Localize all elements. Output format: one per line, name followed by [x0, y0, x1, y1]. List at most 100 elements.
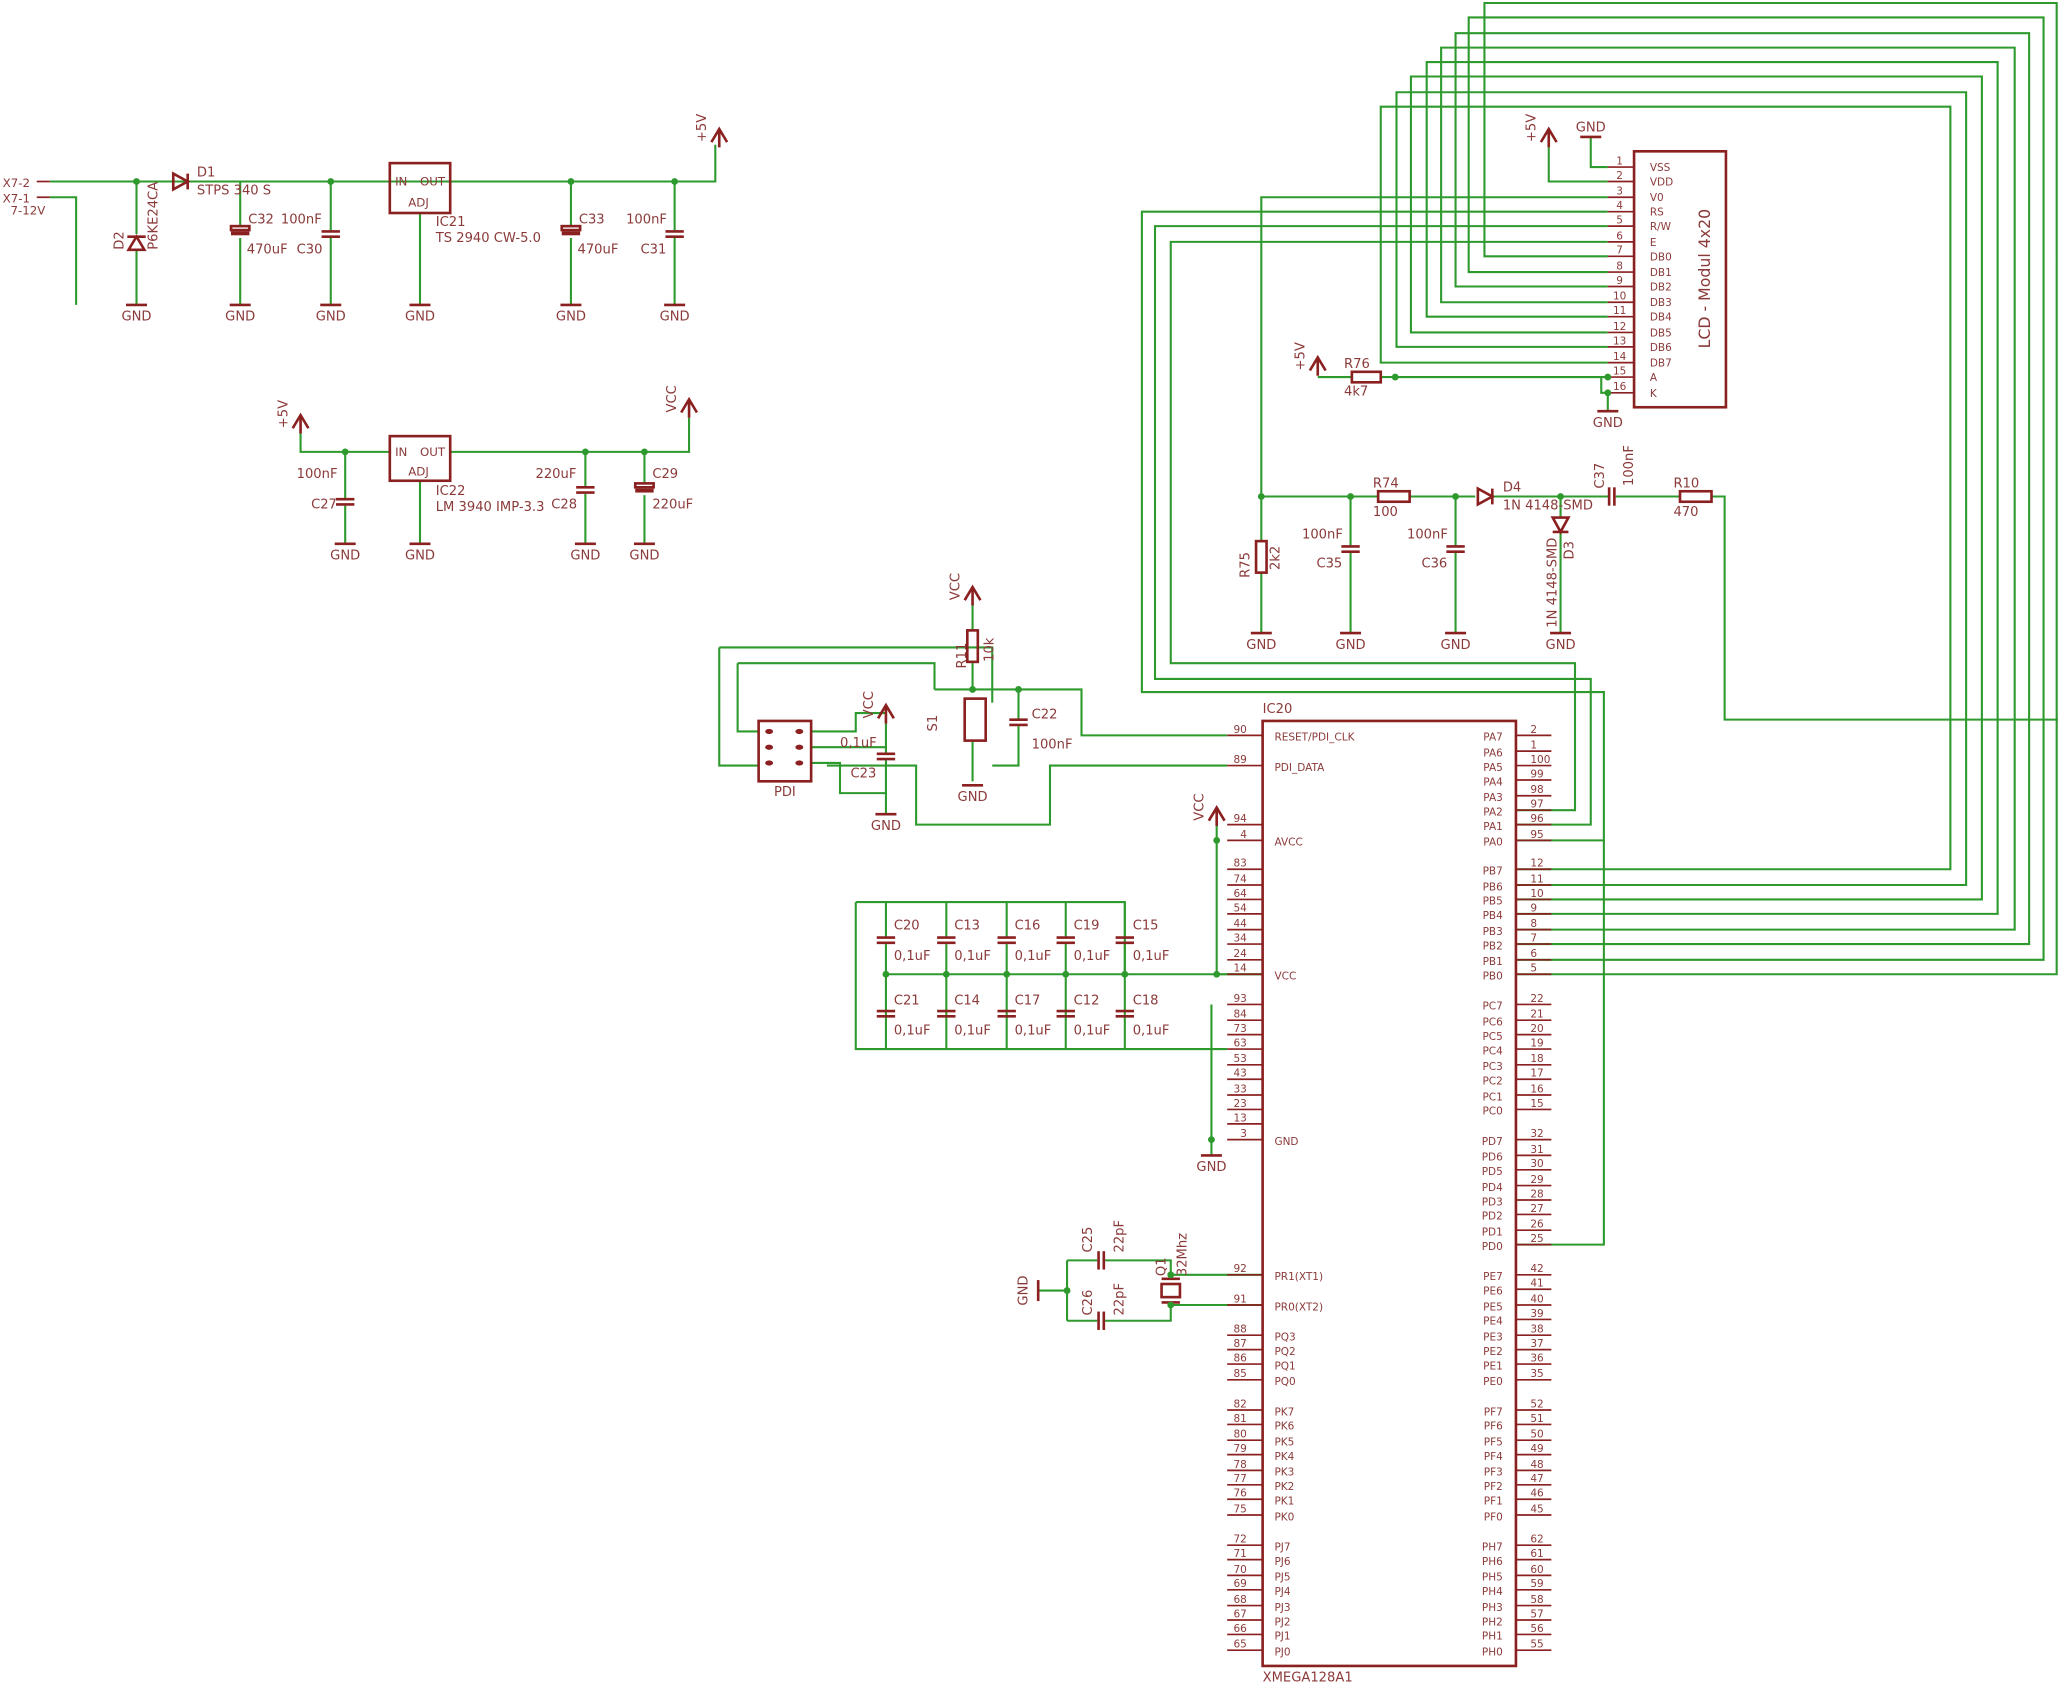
d4-name: D4 — [1503, 480, 1521, 495]
ic20-pin-num: 67 — [1234, 1608, 1247, 1620]
c35-name: C35 — [1316, 556, 1342, 571]
r75-value: 2k2 — [1269, 546, 1284, 570]
ic20-pin-num: 10 — [1530, 888, 1543, 900]
ic20-pin-num: 83 — [1234, 858, 1247, 870]
ic20-pin-num: 61 — [1530, 1548, 1543, 1560]
ic20-pin-num: 39 — [1530, 1308, 1543, 1320]
ic20-pin-name: PD4 — [1482, 1182, 1503, 1194]
ic20-pin-name: PB7 — [1483, 866, 1503, 878]
ic20-pin-num: 21 — [1530, 1009, 1543, 1021]
wire-rs — [1140, 210, 1608, 842]
d4-value: 1N 4148-SMD — [1503, 499, 1593, 514]
ic20-pin-num: 48 — [1530, 1459, 1543, 1471]
wire-x7-1-gnd — [49, 196, 78, 305]
ic20-name: IC20 — [1263, 702, 1293, 717]
ic20-pin-name: PB3 — [1483, 926, 1503, 938]
lcd-pin-num: 3 — [1616, 186, 1623, 198]
lcd-pin-name: A — [1650, 372, 1658, 384]
wire-db1 — [1467, 16, 2045, 961]
d4-symbol — [1476, 486, 1496, 507]
r10-symbol — [1678, 489, 1713, 504]
pdi-pin — [765, 728, 774, 735]
ic21-box — [388, 161, 452, 215]
ic20-pin-num: 45 — [1530, 1503, 1543, 1515]
ic20-pin-name: PD7 — [1482, 1136, 1503, 1148]
ic20-pin-num: 87 — [1234, 1338, 1247, 1350]
ic20-pin-num: 98 — [1530, 784, 1543, 796]
ic20-pin-num: 3 — [1240, 1128, 1247, 1140]
junction-dot — [1063, 1287, 1071, 1294]
ic20-pin-num: 57 — [1530, 1608, 1543, 1620]
junction-dot — [1213, 836, 1221, 844]
q1-symbol — [1160, 1282, 1182, 1299]
gnd-label: GND — [629, 549, 659, 564]
junction-dot — [1167, 1301, 1175, 1309]
d1-symbol — [171, 171, 191, 192]
c26-name: C26 — [1081, 1290, 1096, 1316]
lcd-pin-name: DB3 — [1650, 297, 1672, 309]
ic20-pin-name: PE6 — [1483, 1286, 1503, 1298]
c31-name: C31 — [641, 243, 667, 258]
ic20-pin-name: PH7 — [1482, 1541, 1503, 1553]
ic20-pin-num: 5 — [1530, 963, 1537, 975]
wire-db6 — [1395, 91, 1968, 887]
ic20-pin-name: PK7 — [1274, 1406, 1294, 1418]
w — [737, 662, 936, 690]
cap-value: 0,1uF — [1074, 1024, 1111, 1039]
ic20-pin-name: PD6 — [1482, 1152, 1503, 1164]
ic20-pin-name: PA3 — [1483, 792, 1503, 804]
supply-label: +5V — [276, 400, 291, 428]
junction-dot — [671, 178, 679, 185]
ic20-pin-name: PD0 — [1482, 1241, 1503, 1253]
symbols — [36, 126, 1728, 1668]
lcd-pin-num: 15 — [1613, 365, 1626, 377]
ic20-pin-name: PC3 — [1482, 1061, 1502, 1073]
ic20-pin-num: 79 — [1234, 1443, 1247, 1455]
cap-value: 0,1uF — [894, 1024, 931, 1039]
ic20-pin-num: 84 — [1234, 1009, 1248, 1021]
ic20-pin-num: 37 — [1530, 1338, 1543, 1350]
ic20-pin-name: PK5 — [1274, 1436, 1294, 1448]
ic21-name: IC21 — [436, 215, 466, 230]
ic20-pin-name: PA4 — [1483, 776, 1503, 788]
r11-value: 10k — [983, 637, 998, 662]
ic20-pin-name: PB0 — [1483, 971, 1503, 983]
ic20-pin-num: 40 — [1530, 1293, 1543, 1305]
ic20-pin-num: 64 — [1234, 888, 1248, 900]
gnd-label: GND — [1336, 638, 1366, 653]
junction-dot — [1121, 970, 1129, 978]
supply-label: VCC — [862, 691, 877, 718]
c37-name: C37 — [1593, 463, 1608, 489]
ic20-pin-name: PE2 — [1483, 1346, 1503, 1358]
c22-name: C22 — [1032, 707, 1058, 722]
ic20-pin-num: 66 — [1234, 1623, 1248, 1635]
ic20-pin-num: 47 — [1530, 1473, 1543, 1485]
ic20-pin-name: PC6 — [1482, 1016, 1503, 1028]
ic20-pin-name: PC1 — [1482, 1091, 1502, 1103]
ic20-pin-name: GND — [1274, 1136, 1298, 1148]
pdi-pin — [765, 744, 774, 750]
lcd-pin-num: 10 — [1613, 291, 1626, 303]
gnd-label: GND — [1017, 1276, 1032, 1306]
junction-dot — [1213, 970, 1221, 978]
ic20-pin-name: PD5 — [1482, 1166, 1503, 1178]
d3-value: 1N 4148-SMD — [1546, 538, 1561, 628]
ic20-pin-name: PE1 — [1483, 1360, 1503, 1372]
ic21-value: TS 2940 CW-5.0 — [435, 231, 541, 246]
ic20-pin-name: PJ3 — [1274, 1602, 1290, 1614]
ic22-pin-out: OUT — [420, 445, 446, 459]
ic20-pin-name: PK1 — [1274, 1496, 1294, 1508]
r74-symbol — [1376, 489, 1411, 504]
ic20-pin-name: PH0 — [1482, 1646, 1503, 1658]
cap-name: C21 — [894, 993, 920, 1008]
wire-pd0 — [1515, 840, 1605, 1246]
junction-dot — [1003, 970, 1011, 978]
wire-db5 — [1409, 75, 1983, 901]
ic20-pin-name: PB5 — [1483, 896, 1503, 908]
ic20-pin-name: PJ4 — [1274, 1586, 1290, 1598]
ic20-pin-name: PC7 — [1482, 1001, 1502, 1013]
ic20-pin-num: 27 — [1530, 1203, 1543, 1215]
ic20-pin-name: PF4 — [1484, 1451, 1503, 1463]
junction-dot — [1257, 493, 1265, 500]
ic20-pin-name: PA1 — [1483, 821, 1503, 833]
